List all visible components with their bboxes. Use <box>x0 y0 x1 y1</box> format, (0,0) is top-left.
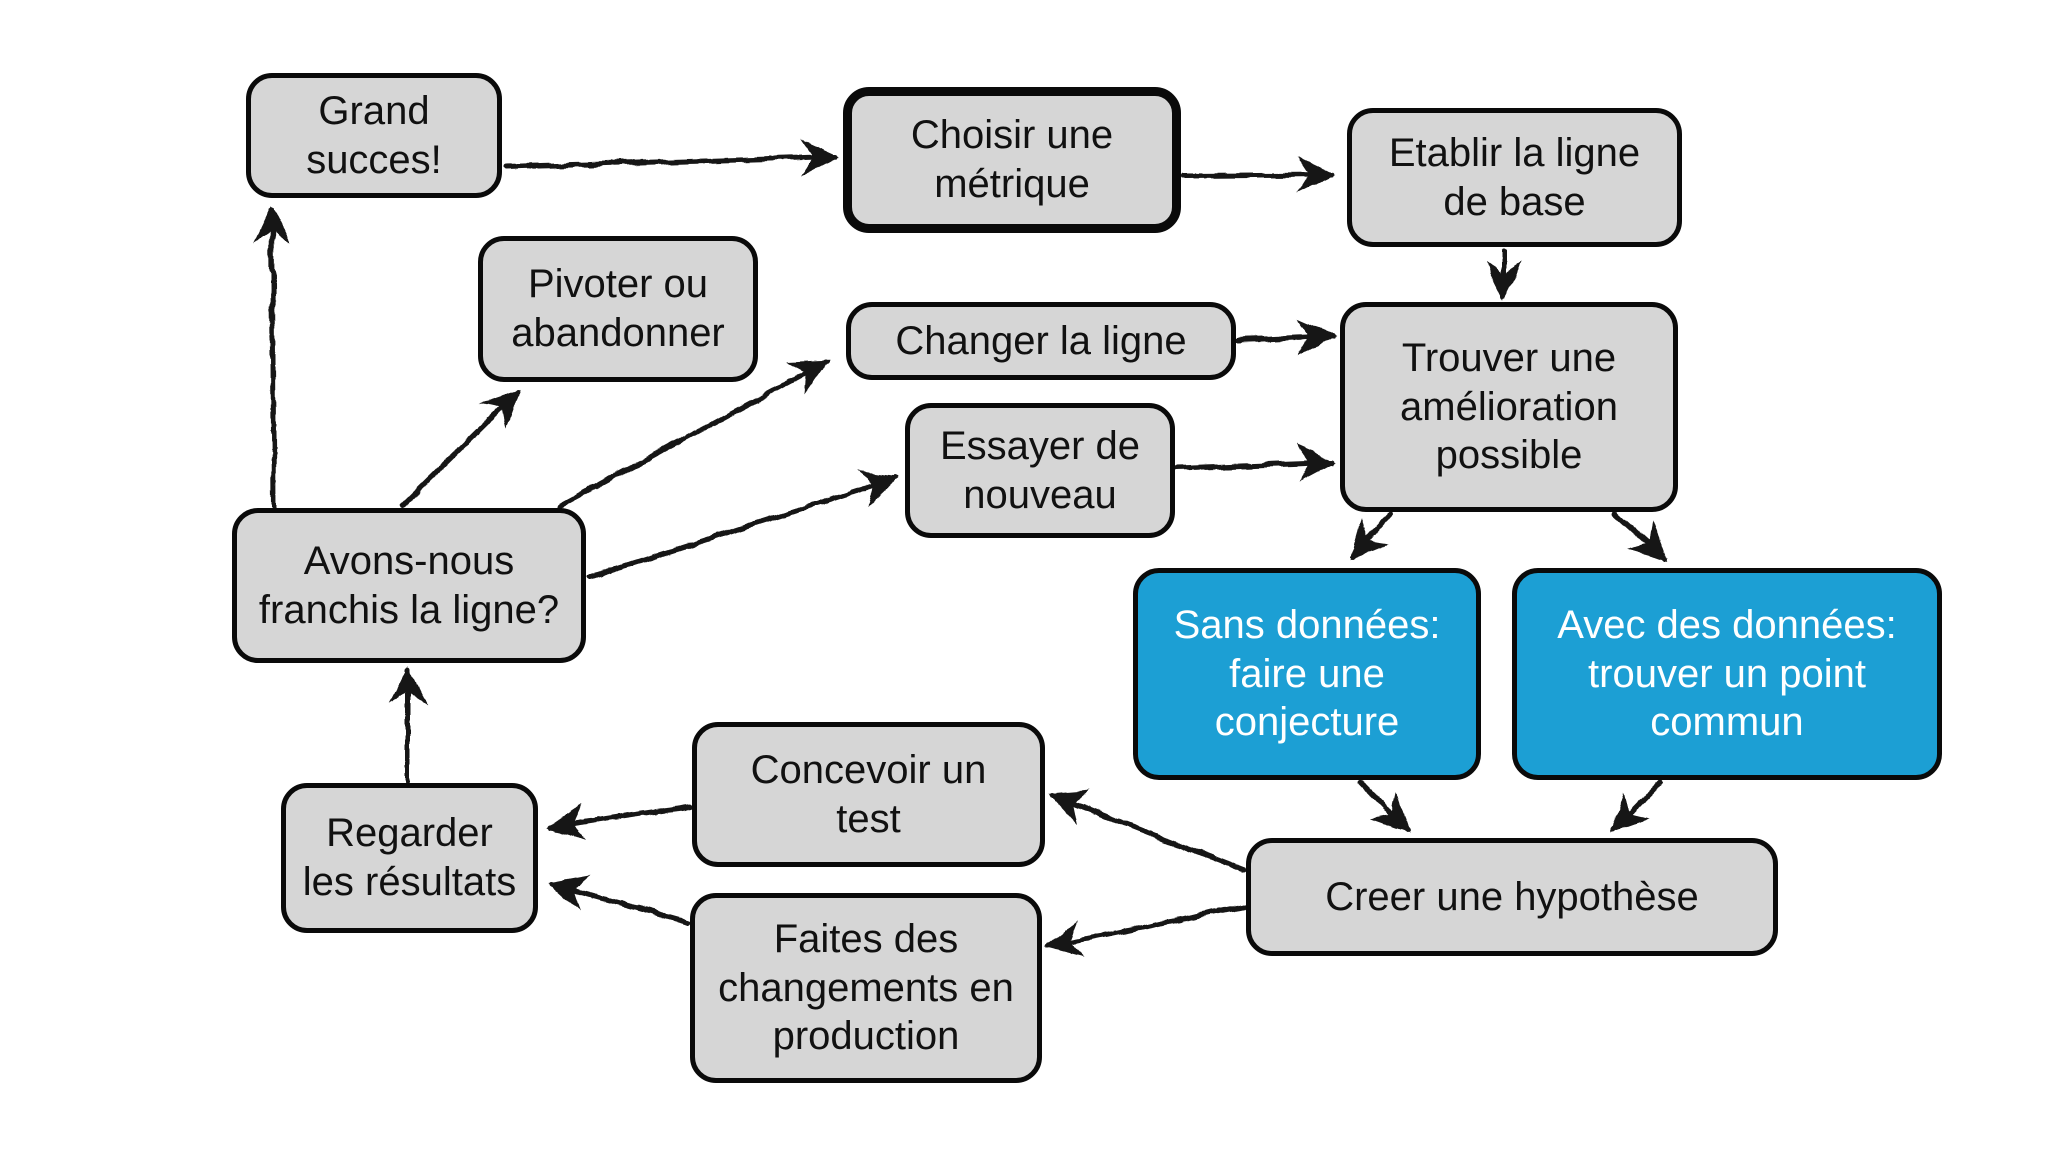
arrow-concevoir-test-to-regarder-resultats <box>546 803 693 841</box>
flow-node-label: Essayer de <box>939 423 1141 468</box>
arrow-sans-donnees-to-creer-hypothese <box>1357 779 1410 833</box>
arrow-avons-nous-franchis-to-essayer-nouveau <box>587 470 900 580</box>
flow-node-label: nouveau <box>963 472 1117 517</box>
arrow-creer-hypothese-to-concevoir-test <box>1048 790 1247 873</box>
flow-node-label: Choisir une <box>910 113 1114 158</box>
arrow-avons-nous-franchis-to-grand-succes <box>253 204 291 509</box>
arrow-grand-succes-to-choisir-metrique <box>503 139 840 177</box>
flow-node-changer-ligne: Changer la ligne <box>846 302 1236 380</box>
flow-node-creer-hypothese: Creer une hypothèse <box>1246 838 1778 956</box>
flow-node-label: commun <box>1650 700 1804 745</box>
arrow-avec-donnees-to-creer-hypothese <box>1610 779 1663 833</box>
flow-node-label: amélioration <box>1400 384 1618 429</box>
flow-node-label: Changer la ligne <box>895 318 1187 363</box>
flow-node-label: les résultats <box>302 860 517 904</box>
flow-node-label: trouver un point <box>1588 651 1866 696</box>
arrow-essayer-nouveau-to-trouver-amelioration <box>1174 444 1336 483</box>
flow-node-label: faire une <box>1229 651 1385 696</box>
flow-node-label: Pivoter ou <box>527 262 709 307</box>
arrow-avons-nous-franchis-to-changer-ligne <box>557 359 830 509</box>
flow-node-label: Avec des données: <box>1557 602 1897 647</box>
flow-node-label: métrique <box>934 162 1090 206</box>
flow-node-label: franchis la ligne? <box>258 587 560 632</box>
flow-node-label: Concevoir un <box>750 747 987 792</box>
flow-node-label: Faites des <box>773 916 959 961</box>
flow-node-label: changements en <box>718 965 1014 1010</box>
flow-node-label: test <box>836 796 901 841</box>
flow-node-label: conjecture <box>1214 700 1400 745</box>
arrow-creer-hypothese-to-faites-changements <box>1044 903 1247 958</box>
flow-node-label: Trouver une <box>1401 335 1617 380</box>
flow-node-label: possible <box>1435 433 1583 478</box>
arrow-avons-nous-franchis-to-pivoter-abandonner <box>399 389 521 509</box>
flow-node-label: Creer une hypothèse <box>1325 874 1699 919</box>
arrow-trouver-amelioration-to-avec-donnees <box>1612 510 1668 561</box>
arrow-trouver-amelioration-to-sans-donnees <box>1349 511 1393 560</box>
flow-node-label: production <box>772 1014 960 1059</box>
arrow-changer-ligne-to-trouver-amelioration <box>1235 318 1336 357</box>
flow-node-label: Avons-nous <box>303 538 515 583</box>
arrow-faites-changements-to-regarder-resultats <box>548 875 691 925</box>
flow-node-label: Sans données: <box>1173 602 1441 647</box>
arrow-choisir-metrique-to-etablir-ligne <box>1181 156 1336 194</box>
flow-node-label: Etablir la ligne <box>1388 130 1641 175</box>
flow-node-label: Grand <box>318 88 430 133</box>
flow-node-label: de base <box>1443 179 1586 224</box>
flow-node-label: Regarder <box>326 811 493 856</box>
flow-node-label: succes! <box>306 137 442 182</box>
flow-node-label: abandonner <box>511 311 725 355</box>
